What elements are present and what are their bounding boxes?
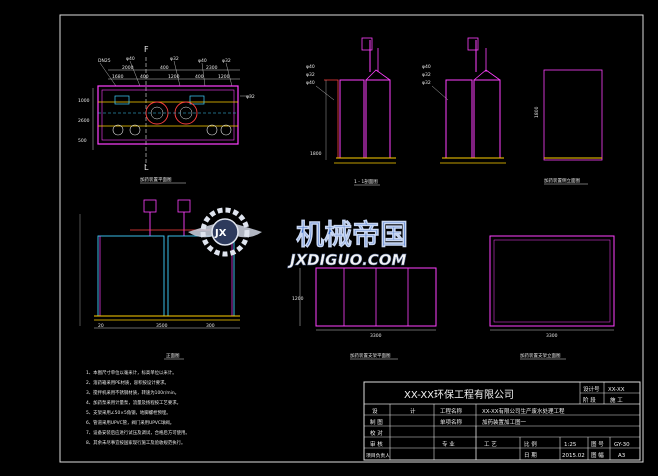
- section2-height-dim: 1800: [534, 106, 540, 118]
- base-dim-side: 1200: [292, 296, 304, 302]
- note-2: 2、溶药箱采用PE材质，容积按设计要求。: [86, 379, 169, 386]
- front-dim-3: 300: [206, 323, 215, 329]
- scale-label: 比 例: [524, 440, 537, 448]
- plan-dim-mid-5: 1200: [218, 74, 230, 80]
- base-dim-bottom: 3300: [370, 333, 382, 339]
- design-no-label: 设计号: [583, 385, 600, 393]
- note-1: 1、本图尺寸单位以毫米计，标高单位以米计。: [86, 369, 177, 376]
- section-mark-f: F: [144, 45, 149, 54]
- discipline-value: 工 艺: [484, 441, 497, 448]
- section1-pipe-label-3: φ40: [306, 80, 315, 86]
- plan-dim-mid-3: 1200: [168, 74, 180, 80]
- plan-dim-top-2: 400: [160, 65, 169, 71]
- tb-left-label-3: 制 图: [370, 418, 383, 426]
- tb-left-label-5: 审 核: [370, 440, 383, 448]
- tb-left-label-6: 项目负责人: [366, 452, 390, 459]
- plan-dim-top-3: 2300: [206, 65, 218, 71]
- tb-left-label-2: 计: [410, 407, 416, 415]
- watermark-badge: JX: [214, 228, 227, 239]
- title-block: XX-XX环保工程有限公司 设计号 XX-XX 阶 段 施 工 设 计 工程名称…: [363, 381, 641, 461]
- watermark-title: 机械帝国: [296, 218, 408, 251]
- plan-view-caption: 加药装置平面图: [140, 176, 172, 183]
- base-view-caption: 加药装置支架平面图: [350, 352, 391, 359]
- note-7: 7、设备安装后应进行试压及调试，合格后方可使用。: [86, 429, 190, 436]
- plan-dim-mid-2: 400: [140, 74, 149, 80]
- note-6: 6、管道采用UPVC管，阀门采用UPVC球阀。: [86, 419, 174, 426]
- frame-view-caption: 加药装置支架立面图: [520, 352, 561, 359]
- size-value: A3: [618, 453, 626, 459]
- drawing-name-value: 加药装置加工图一: [482, 418, 527, 426]
- plan-view: F L 2000 400 2300 1680 400 1200 400 1200…: [78, 45, 255, 184]
- gear-icon: [200, 207, 250, 257]
- plan-dim-top-1: 2000: [122, 65, 134, 71]
- front-dim-2: 3500: [156, 323, 168, 329]
- tb-left-label-4: 校 对: [370, 429, 383, 437]
- plan-pipe-label-4: φ40: [198, 58, 207, 64]
- front-dim-1: 20: [98, 323, 104, 329]
- plan-dim-mid-1: 1680: [112, 74, 124, 80]
- tb-left-label-1: 设: [372, 407, 378, 415]
- plan-pipe-label-3: φ32: [170, 56, 179, 62]
- section2-pipe-label-3: φ32: [422, 80, 431, 86]
- date-value: 2015.02: [562, 453, 585, 459]
- frame-elevation-view: 3300 加药装置支架立面图: [489, 235, 615, 360]
- plan-dim-mid-4: 400: [195, 74, 204, 80]
- section-view-2: φ40 φ32 φ32 1800 加药装置侧立面图: [422, 37, 603, 185]
- note-3: 3、搅拌机采用不锈钢材质，转速为100r/min。: [86, 389, 179, 396]
- plan-pipe-label-2: φ40: [126, 56, 135, 62]
- section2-pipe-label-2: φ32: [422, 72, 431, 78]
- watermark-logo: JX 机械帝国 JXDIGUO.COM: [188, 207, 408, 269]
- discipline-label: 专 业: [442, 440, 455, 448]
- scale-value: 1:25: [564, 442, 577, 448]
- plan-pipe-label-6: φ32: [246, 94, 255, 100]
- section-mark-l: L: [144, 163, 149, 172]
- company-name: XX-XX环保工程有限公司: [404, 388, 514, 401]
- notes-block: 1、本图尺寸单位以毫米计，标高单位以米计。 2、溶药箱采用PE材质，容积按设计要…: [86, 369, 190, 446]
- plan-dim-side-3: 500: [78, 138, 87, 144]
- note-4: 4、加药泵采用计量泵，流量及扬程按工艺要求。: [86, 399, 181, 406]
- section-view-1: φ40 φ32 φ40 1800 1 - 1剖面图: [306, 37, 396, 186]
- design-no-value: XX-XX: [608, 387, 625, 393]
- section1-height-dim: 1800: [310, 151, 322, 157]
- frame-dim-bottom: 3300: [546, 333, 558, 339]
- section1-caption: 1 - 1剖面图: [354, 178, 378, 185]
- stage-value: 施 工: [610, 396, 623, 404]
- project-name-label: 工程名称: [440, 407, 463, 415]
- plan-dim-side-2: 2600: [78, 118, 90, 124]
- front-view-caption: 正面图: [166, 353, 180, 359]
- section2-pipe-label-1: φ40: [422, 64, 431, 70]
- note-8: 8、其余未尽事宜按国家现行施工及验收规范执行。: [86, 439, 185, 446]
- date-label: 日 期: [524, 452, 537, 459]
- project-name-value: XX-XX有限公司生产废水处理工程: [482, 407, 565, 415]
- section1-pipe-label-2: φ32: [306, 72, 315, 78]
- drawing-no-value: GY-30: [614, 442, 630, 448]
- note-5: 5、支架采用∠50×5角钢，地脚螺栓预埋。: [86, 409, 171, 416]
- plan-pipe-label-1: DN25: [98, 58, 111, 64]
- base-frame-view: 3300 1200 加药装置支架平面图: [292, 267, 437, 360]
- size-label: 图 幅: [591, 451, 604, 459]
- stage-label: 阶 段: [583, 396, 596, 404]
- watermark-url: JXDIGUO.COM: [287, 251, 407, 269]
- plan-dim-side-1: 1000: [78, 98, 90, 104]
- section1-pipe-label-1: φ40: [306, 64, 315, 70]
- drawing-no-label: 图 号: [591, 440, 604, 448]
- drawing-border: [59, 14, 644, 463]
- plan-pipe-label-5: φ32: [222, 58, 231, 64]
- section2-caption: 加药装置侧立面图: [544, 177, 580, 184]
- drawing-name-label: 单项名称: [440, 418, 463, 426]
